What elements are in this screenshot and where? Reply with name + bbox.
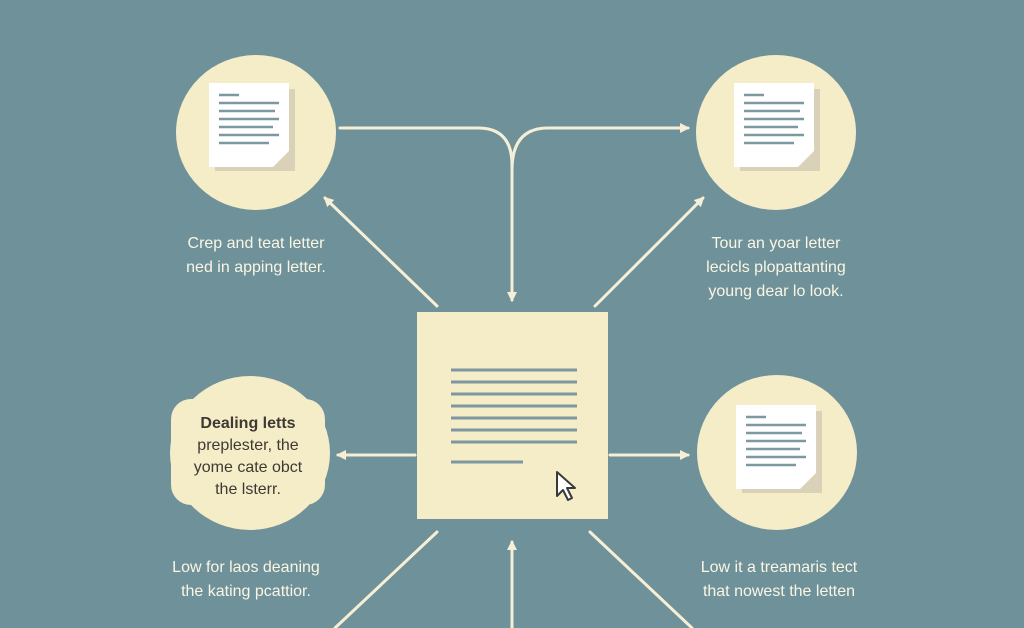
note-line: preplester, the <box>197 437 299 454</box>
arrow-center-to-top-left <box>323 196 439 308</box>
arrow-bottom-left <box>333 530 439 628</box>
top-left-caption: Crep and teat letter ned in apping lette… <box>186 235 326 276</box>
arrow-center-to-top-right <box>593 196 705 308</box>
note-line: yome cate obct <box>193 459 303 476</box>
note-title: Dealing letts <box>200 415 296 432</box>
arrow-bottom-right <box>588 530 694 628</box>
bottom-left-caption: Low for laos deaning the kating pcattior… <box>172 559 320 600</box>
document-icon <box>736 405 822 493</box>
top-left-node <box>176 55 336 210</box>
note-line: the lsterr. <box>215 481 281 498</box>
top-right-node <box>696 55 856 210</box>
center-document <box>417 312 608 519</box>
arrow-merge-to-top-right <box>510 123 690 172</box>
document-icon <box>209 83 295 171</box>
document-icon <box>734 83 820 171</box>
connector-arrows <box>323 123 705 628</box>
top-right-caption: Tour an yoar letter lecicls plopattantin… <box>706 235 846 300</box>
document-lines <box>451 368 577 464</box>
note-card: Dealing letts preplester, the yome cate … <box>171 399 325 505</box>
bottom-right-node <box>697 375 857 530</box>
cursor-icon <box>556 471 576 501</box>
bottom-right-caption: Low it a treamaris tect that nowest the … <box>700 559 858 600</box>
